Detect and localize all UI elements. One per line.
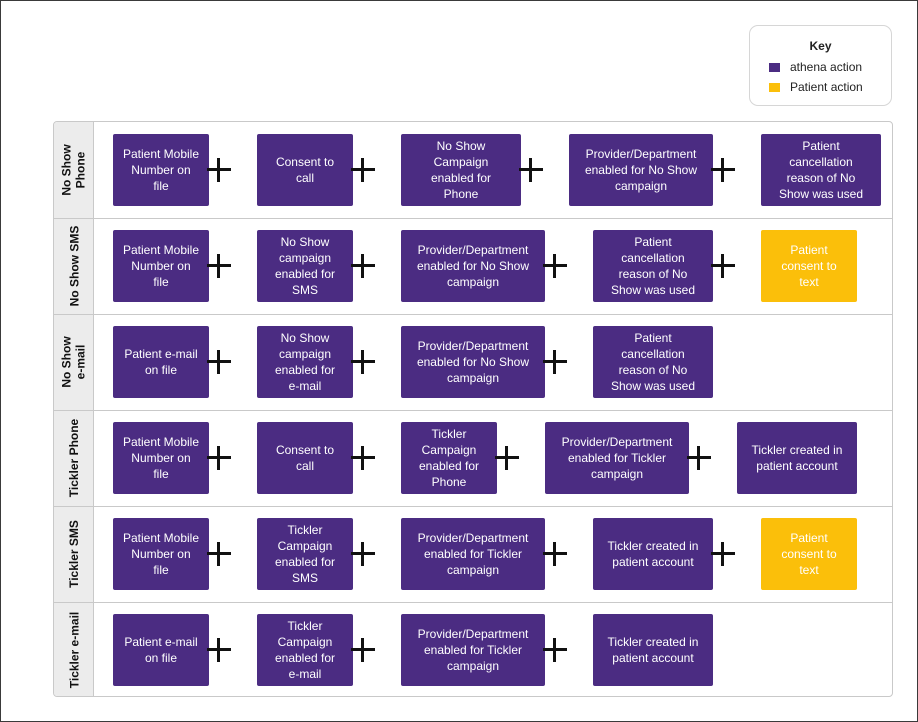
athena-action-box: Provider/Department enabled for No Show … xyxy=(401,326,545,398)
plus-icon xyxy=(348,443,378,473)
plus-icon xyxy=(684,443,714,473)
athena-action-box: Tickler Campaign enabled for SMS xyxy=(257,518,353,590)
row-label-text: Tickler SMS xyxy=(67,520,81,588)
athena-action-box: Tickler created in patient account xyxy=(593,518,713,590)
athena-action-box: Tickler created in patient account xyxy=(737,422,857,494)
row-divider xyxy=(54,314,892,315)
athena-action-box: Patient e-mail on file xyxy=(113,326,209,398)
row-label-tickler-phone: Tickler Phone xyxy=(54,410,94,506)
row-label-tickler-sms: Tickler SMS xyxy=(54,506,94,602)
athena-action-box: Provider/Department enabled for No Show … xyxy=(569,134,713,206)
patient-action-box: Patient consent to text xyxy=(761,518,857,590)
athena-action-box: Provider/Department enabled for No Show … xyxy=(401,230,545,302)
athena-action-box: No Show campaign enabled for e-mail xyxy=(257,326,353,398)
row-divider xyxy=(54,218,892,219)
athena-action-box: Patient Mobile Number on file xyxy=(113,422,209,494)
legend: Key athena action Patient action xyxy=(749,25,892,106)
plus-icon xyxy=(204,347,234,377)
legend-swatch-patient xyxy=(769,82,780,92)
row-label-text: No Show SMS xyxy=(67,225,82,307)
plus-icon xyxy=(540,347,570,377)
row-divider xyxy=(54,602,892,603)
athena-action-box: Provider/Department enabled for Tickler … xyxy=(401,518,545,590)
athena-action-box: Consent to call xyxy=(257,134,353,206)
patient-action-box: Patient consent to text xyxy=(761,230,857,302)
athena-action-box: No Show Campaign enabled for Phone xyxy=(401,134,521,206)
legend-label-patient: Patient action xyxy=(790,80,863,94)
athena-action-box: No Show campaign enabled for SMS xyxy=(257,230,353,302)
athena-action-box: Patient e-mail on file xyxy=(113,614,209,686)
legend-item-patient: Patient action xyxy=(769,80,863,94)
row-label-text: No Show Phone xyxy=(60,144,89,196)
athena-action-box: Patient cancellation reason of No Show w… xyxy=(593,230,713,302)
row-label-tickler-email: Tickler e-mail xyxy=(54,602,94,696)
legend-title: Key xyxy=(809,39,832,53)
plus-icon xyxy=(348,155,378,185)
plus-icon xyxy=(204,251,234,281)
plus-icon xyxy=(708,251,738,281)
legend-item-athena: athena action xyxy=(769,60,862,74)
plus-icon xyxy=(516,155,546,185)
legend-label-athena: athena action xyxy=(790,60,863,74)
row-divider xyxy=(54,506,892,507)
athena-action-box: Patient Mobile Number on file xyxy=(113,134,209,206)
athena-action-box: Tickler created in patient account xyxy=(593,614,713,686)
row-label-text: No Show e-mail xyxy=(60,336,89,388)
athena-action-box: Patient Mobile Number on file xyxy=(113,230,209,302)
plus-icon xyxy=(492,443,522,473)
row-label-text: Tickler e-mail xyxy=(67,611,81,689)
row-header-column xyxy=(54,122,94,696)
row-label-no-show-sms: No Show SMS xyxy=(54,218,94,314)
plus-icon xyxy=(204,443,234,473)
athena-action-box: Consent to call xyxy=(257,422,353,494)
plus-icon xyxy=(708,539,738,569)
row-label-text: Tickler Phone xyxy=(67,418,82,498)
plus-icon xyxy=(540,635,570,665)
row-divider xyxy=(54,410,892,411)
plus-icon xyxy=(204,635,234,665)
legend-swatch-athena xyxy=(769,62,780,72)
athena-action-box: Tickler Campaign enabled for Phone xyxy=(401,422,497,494)
athena-action-box: Patient Mobile Number on file xyxy=(113,518,209,590)
plus-icon xyxy=(348,635,378,665)
athena-action-box: Tickler Campaign enabled for e-mail xyxy=(257,614,353,686)
athena-action-box: Patient cancellation reason of No Show w… xyxy=(761,134,881,206)
row-label-no-show-email: No Show e-mail xyxy=(54,314,94,410)
plus-icon xyxy=(348,539,378,569)
plus-icon xyxy=(204,155,234,185)
athena-action-box: Provider/Department enabled for Tickler … xyxy=(401,614,545,686)
plus-icon xyxy=(540,251,570,281)
plus-icon xyxy=(708,155,738,185)
athena-action-box: Patient cancellation reason of No Show w… xyxy=(593,326,713,398)
athena-action-box: Provider/Department enabled for Tickler … xyxy=(545,422,689,494)
plus-icon xyxy=(348,251,378,281)
plus-icon xyxy=(540,539,570,569)
row-label-no-show-phone: No Show Phone xyxy=(54,122,94,218)
plus-icon xyxy=(204,539,234,569)
plus-icon xyxy=(348,347,378,377)
